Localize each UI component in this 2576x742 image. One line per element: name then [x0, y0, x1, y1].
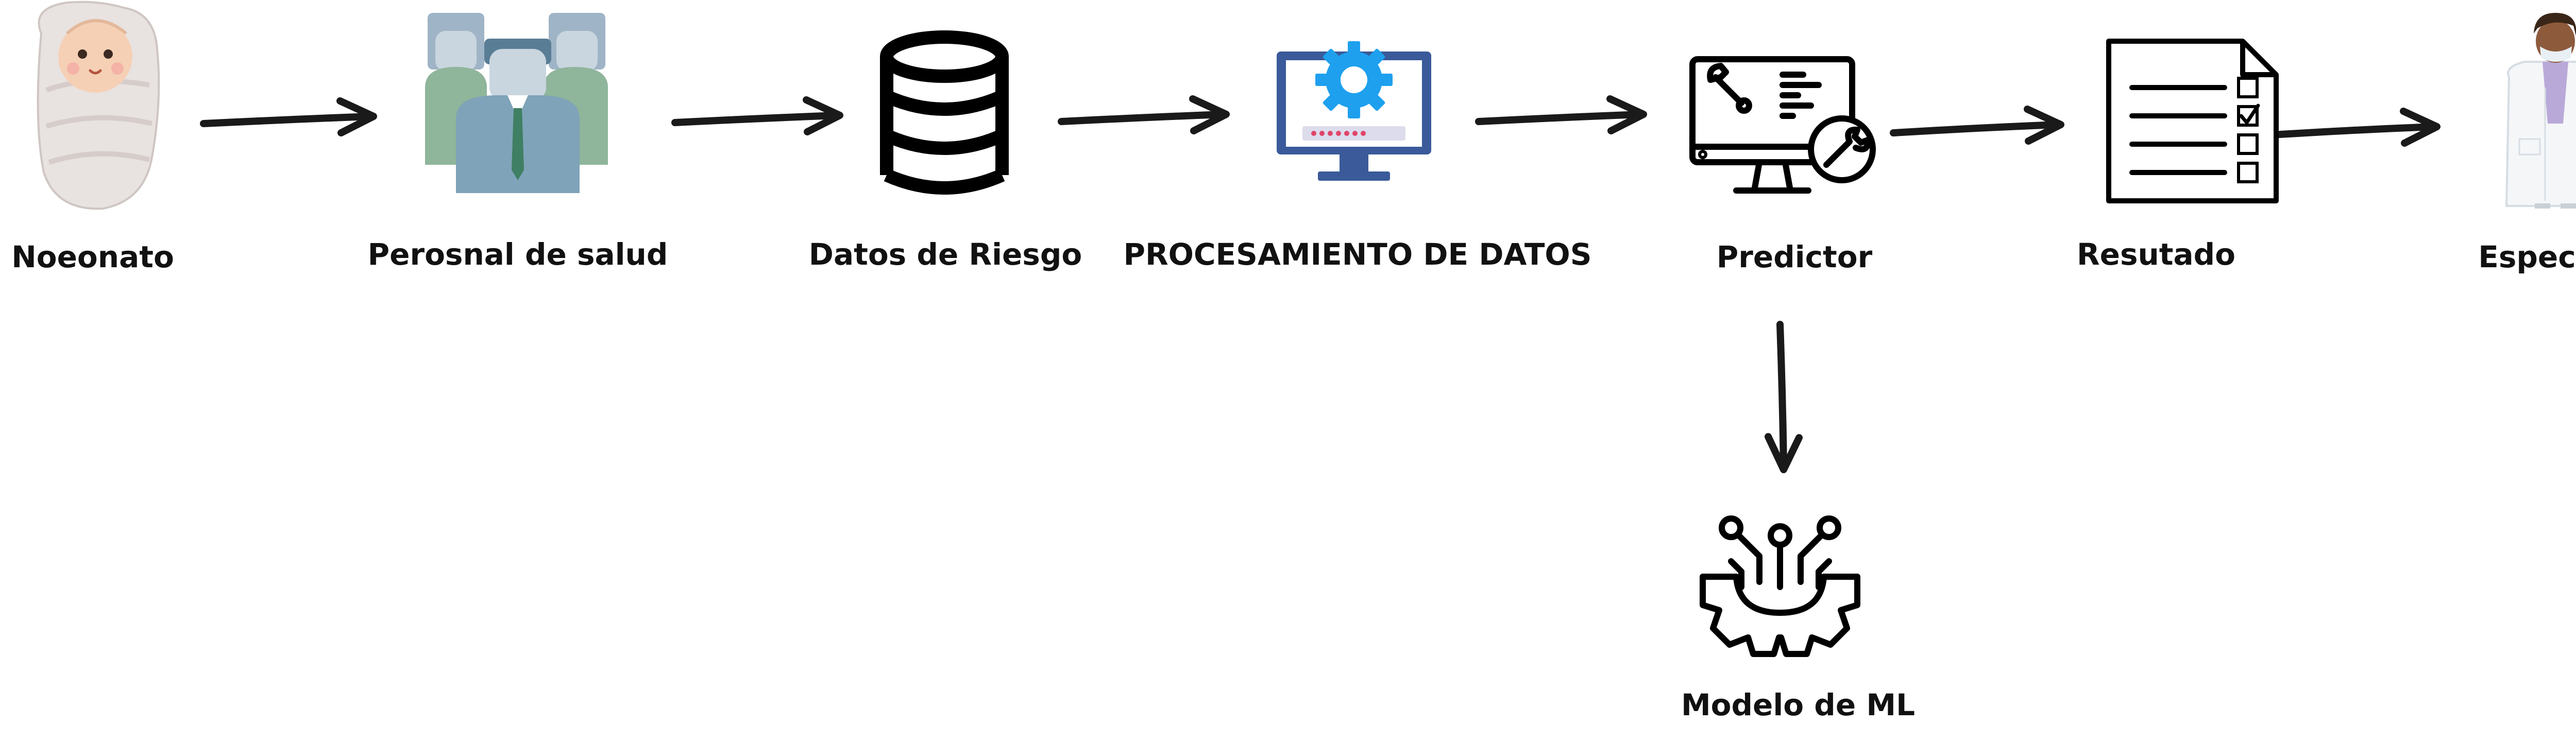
edge-neonato-personal	[200, 97, 377, 136]
node-label-resultado: Resutado	[2076, 237, 2236, 272]
edge-procesamiento-predictor	[1475, 95, 1647, 134]
edge-predictor-modelo	[1765, 321, 1803, 473]
database-icon	[880, 30, 1009, 195]
edge-personal-datos	[671, 96, 843, 135]
baby-icon	[37, 1, 160, 210]
monitor-gear-icon	[1277, 41, 1431, 181]
node-label-neonato: Noeonato	[11, 239, 174, 274]
node-label-especialista: Especialista	[2478, 239, 2576, 274]
monitor-wrench-icon	[1689, 56, 1876, 194]
node-label-modelo: Modelo de ML	[1681, 687, 1916, 722]
ml-gear-circuit-icon	[1700, 515, 1860, 657]
node-label-predictor: Predictor	[1716, 239, 1873, 274]
health-staff-icon	[425, 13, 608, 193]
edge-resultado-especialista	[2268, 108, 2441, 147]
edge-datos-procesamiento	[1058, 95, 1230, 134]
node-label-datos: Datos de Riesgo	[808, 237, 1082, 272]
doctor-icon	[2505, 13, 2576, 209]
node-label-personal: Perosnal de salud	[367, 237, 668, 272]
node-label-procesamiento: PROCESAMIENTO DE DATOS	[1123, 237, 1592, 272]
edge-predictor-resultado	[1890, 106, 2064, 145]
checklist-document-icon	[2106, 39, 2279, 203]
